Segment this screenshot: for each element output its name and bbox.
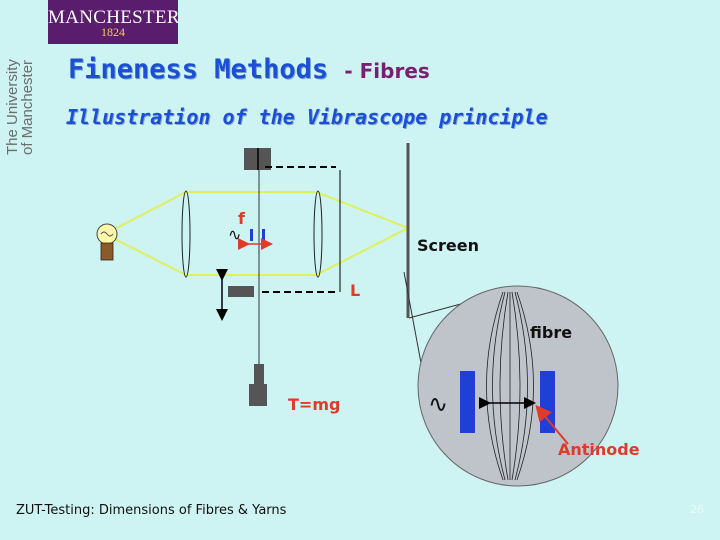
university-logo: MANCHESTER 1824 — [48, 0, 180, 44]
title-main: Fineness Methods — [68, 54, 329, 85]
label-screen: Screen — [417, 236, 479, 255]
wave-symbol-inset: ∿ — [428, 390, 448, 418]
slide-title: Fineness Methods - Fibres — [68, 54, 430, 85]
label-fibre: fibre — [530, 323, 572, 342]
fibre-vibration-envelope — [486, 291, 534, 481]
top-clamp — [244, 148, 271, 170]
lens-left — [181, 190, 191, 278]
slide-subtitle: Illustration of the Vibrascope principle — [66, 105, 548, 129]
lens-right — [313, 190, 323, 278]
inset-electrode-right — [540, 371, 555, 433]
electrode-left — [250, 229, 253, 241]
weight — [249, 364, 267, 406]
logo-name: MANCHESTER — [48, 7, 180, 28]
label-tension: T=mg — [288, 395, 340, 414]
lamp-icon — [96, 223, 118, 261]
inset-electrode-left — [460, 371, 475, 433]
inset-magnified-view — [417, 285, 619, 487]
antinode-pointer — [535, 404, 569, 445]
label-antinode: Antinode — [558, 440, 640, 459]
logo-year: 1824 — [101, 25, 125, 39]
light-beam — [102, 191, 411, 276]
sliding-clamp — [228, 286, 254, 297]
title-suffix: - Fibres — [344, 59, 430, 83]
footer-text: ZUT-Testing: Dimensions of Fibres & Yarn… — [16, 503, 287, 518]
electrode-right — [262, 229, 265, 241]
label-frequency: f — [238, 209, 246, 228]
label-length: L — [350, 281, 360, 300]
page-number: 26 — [690, 503, 704, 516]
